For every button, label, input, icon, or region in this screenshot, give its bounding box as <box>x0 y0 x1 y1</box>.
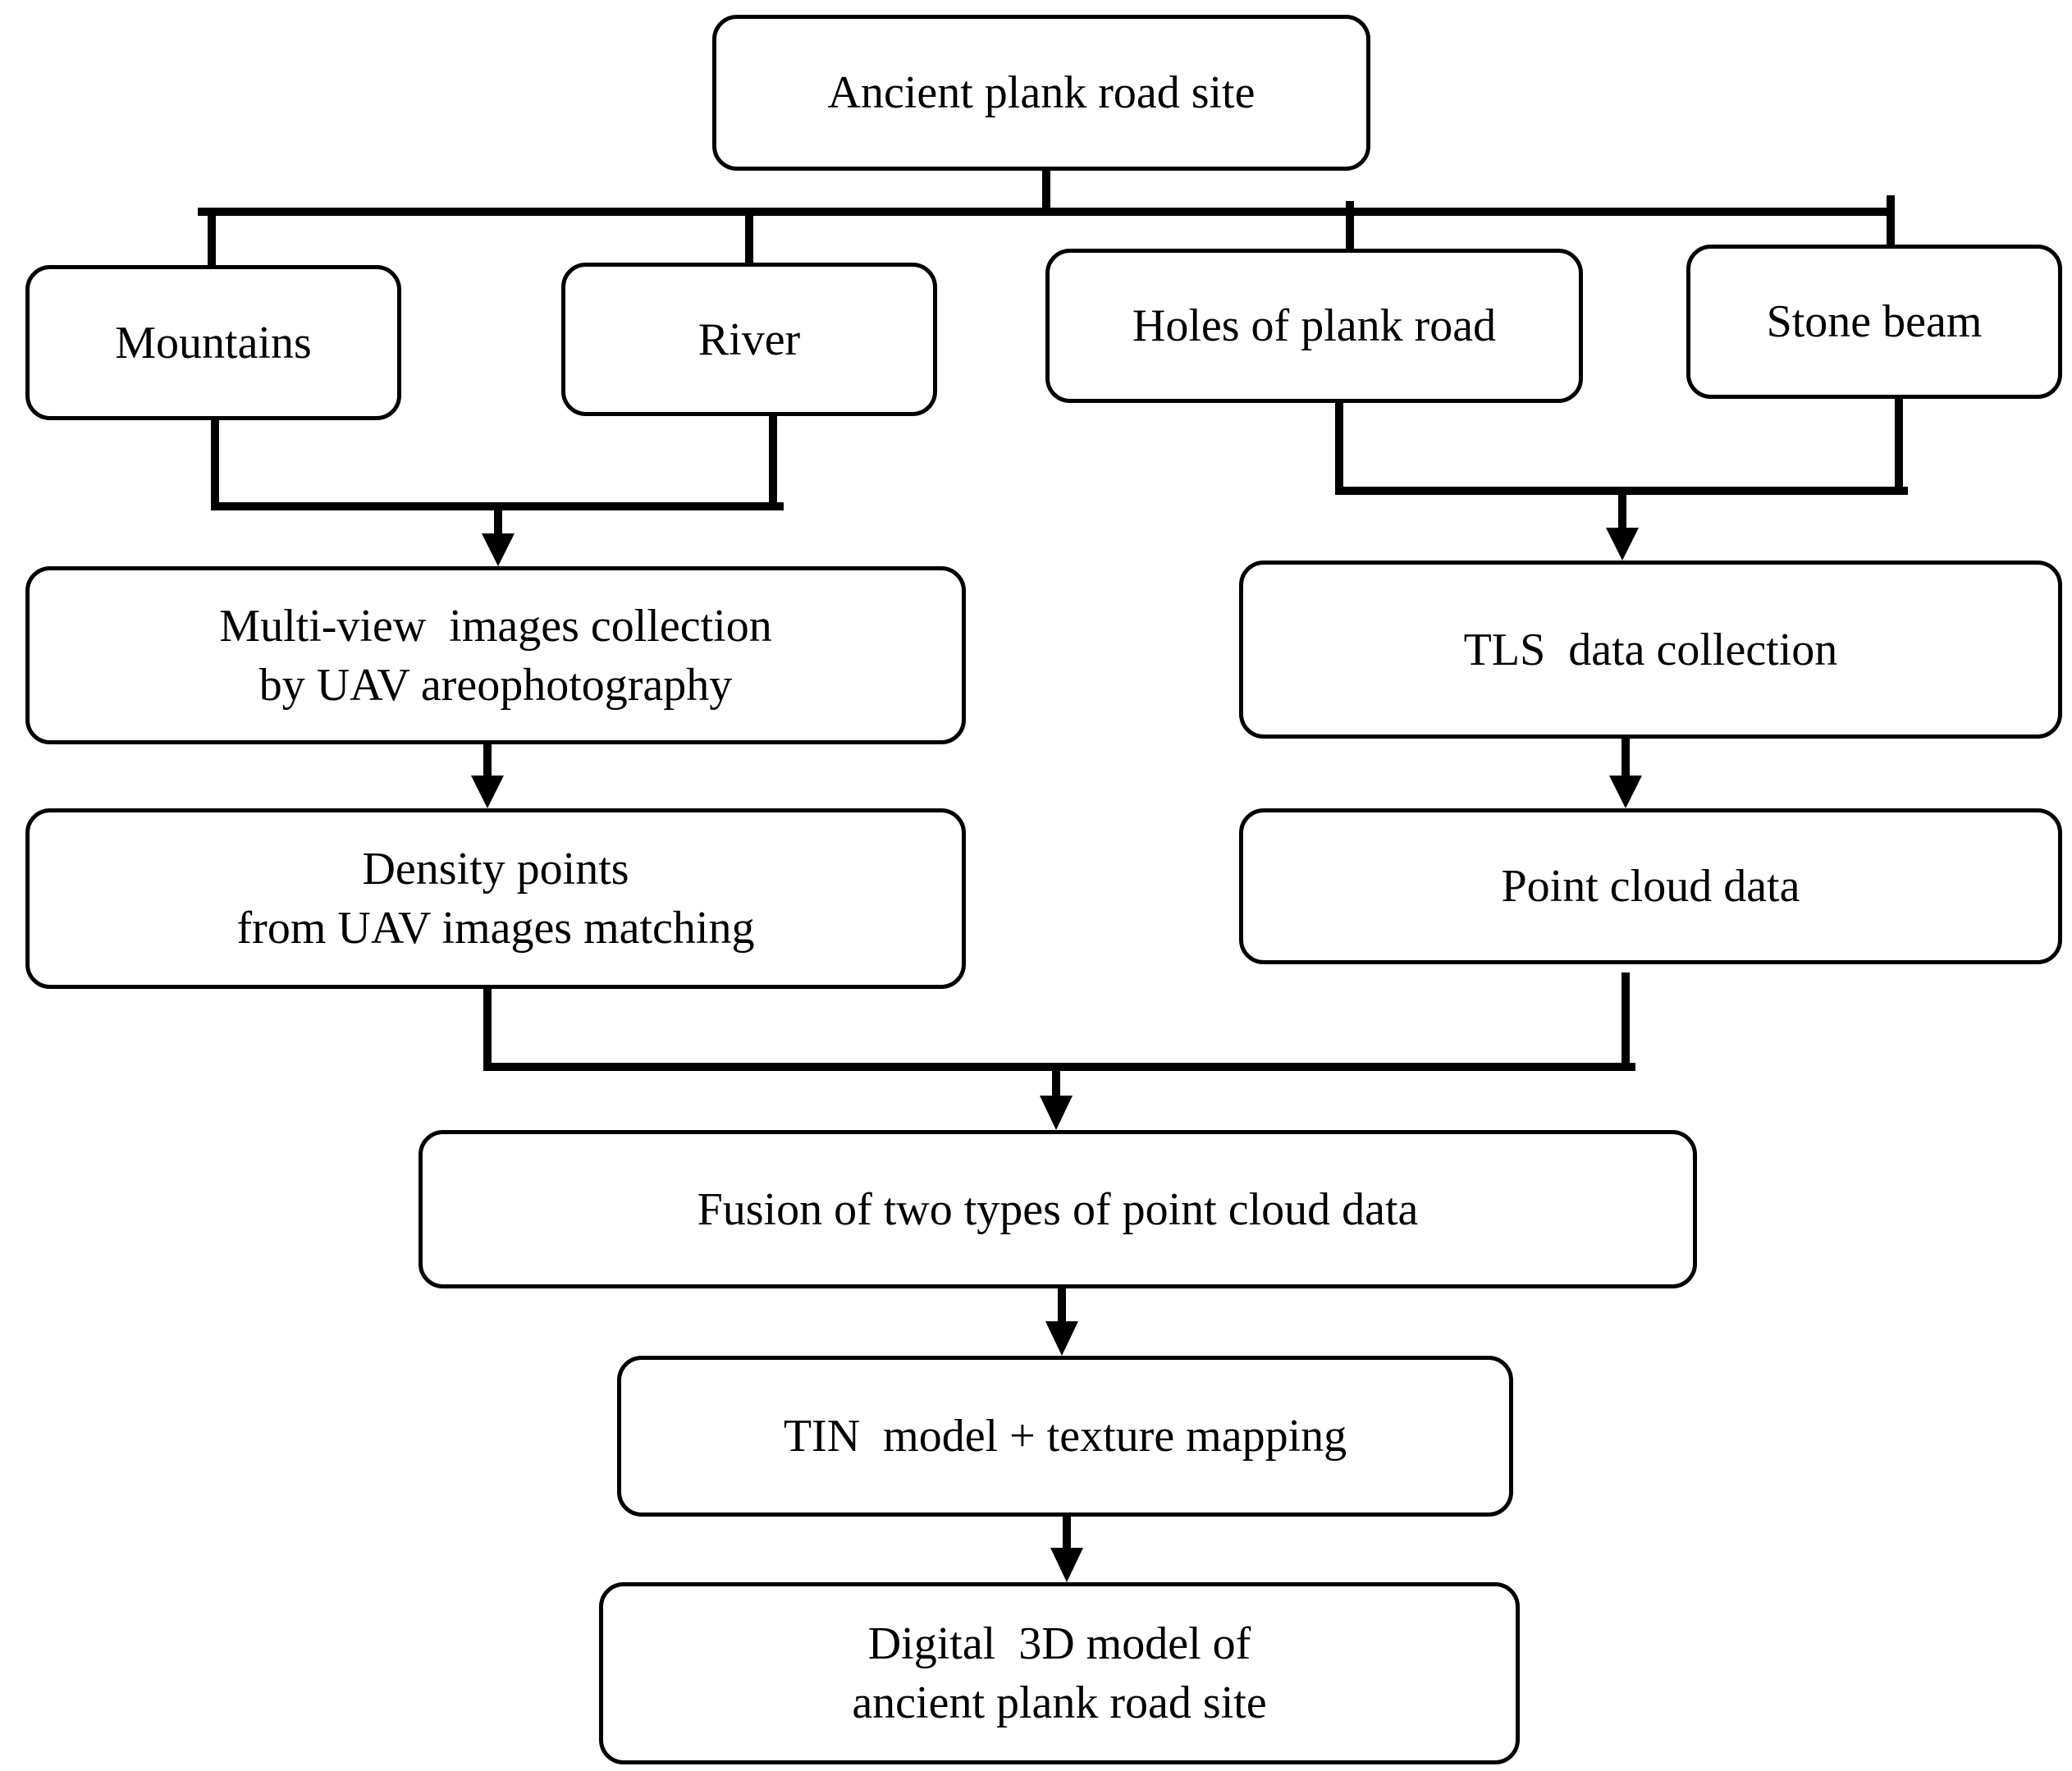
node-density-points: Density points from UAV images matching <box>25 808 966 989</box>
node-multiview-images-collection: Multi-view images collection by UAV areop… <box>25 566 966 744</box>
node-stone-beam-label-line-1: Stone beam <box>1766 296 1983 347</box>
node-digital-3d-model-label-line-1: Digital 3D model of <box>867 1618 1251 1669</box>
node-digital-3d-model: Digital 3D model of ancient plank road si… <box>599 1582 1520 1764</box>
node-fusion-of-point-cloud-data: Fusion of two types of point cloud data <box>419 1130 1697 1288</box>
node-river: River <box>561 263 937 416</box>
node-multiview-images-collection-label-line-1: Multi-view images collection <box>219 600 772 652</box>
node-holes-of-plank-road-label-line-1: Holes of plank road <box>1132 300 1497 351</box>
node-mountains: Mountains <box>25 265 401 420</box>
node-stone-beam: Stone beam <box>1686 245 2062 399</box>
node-tin-model-texture-mapping-label-line-1: TIN model + texture mapping <box>783 1411 1347 1462</box>
arrowhead-tin-digital <box>1050 1548 1083 1582</box>
node-point-cloud-data: Point cloud data <box>1239 808 2062 964</box>
arrowhead-tls-pointcloud <box>1609 776 1642 808</box>
node-mountains-label-line-1: Mountains <box>115 317 312 368</box>
node-tin-model-texture-mapping: TIN model + texture mapping <box>617 1356 1513 1517</box>
arrowhead-left-merge <box>482 533 515 566</box>
arrowhead-right-merge <box>1606 528 1639 561</box>
node-point-cloud-data-label-line-1: Point cloud data <box>1501 861 1800 912</box>
node-fusion-of-point-cloud-data-label-line-1: Fusion of two types of point cloud data <box>697 1183 1419 1235</box>
node-river-label-line-1: River <box>698 313 801 365</box>
node-tls-data-collection: TLS data collection <box>1239 561 2062 739</box>
arrowhead-fusion-tin <box>1045 1321 1078 1356</box>
node-density-points-label-line-2: from UAV images matching <box>236 903 755 954</box>
node-ancient-plank-road-site-label-line-1: Ancient plank road site <box>827 67 1256 118</box>
node-ancient-plank-road-site: Ancient plank road site <box>712 15 1370 171</box>
arrowhead-multiview-density <box>471 776 504 808</box>
node-digital-3d-model-label-line-2: ancient plank road site <box>852 1677 1267 1728</box>
arrowhead-bottom-merge <box>1040 1096 1073 1130</box>
node-holes-of-plank-road: Holes of plank road <box>1045 249 1583 403</box>
node-multiview-images-collection-label-line-2: by UAV areophotography <box>258 659 733 711</box>
node-tls-data-collection-label-line-1: TLS data collection <box>1463 624 1838 675</box>
node-density-points-label-line-1: Density points <box>362 844 629 895</box>
